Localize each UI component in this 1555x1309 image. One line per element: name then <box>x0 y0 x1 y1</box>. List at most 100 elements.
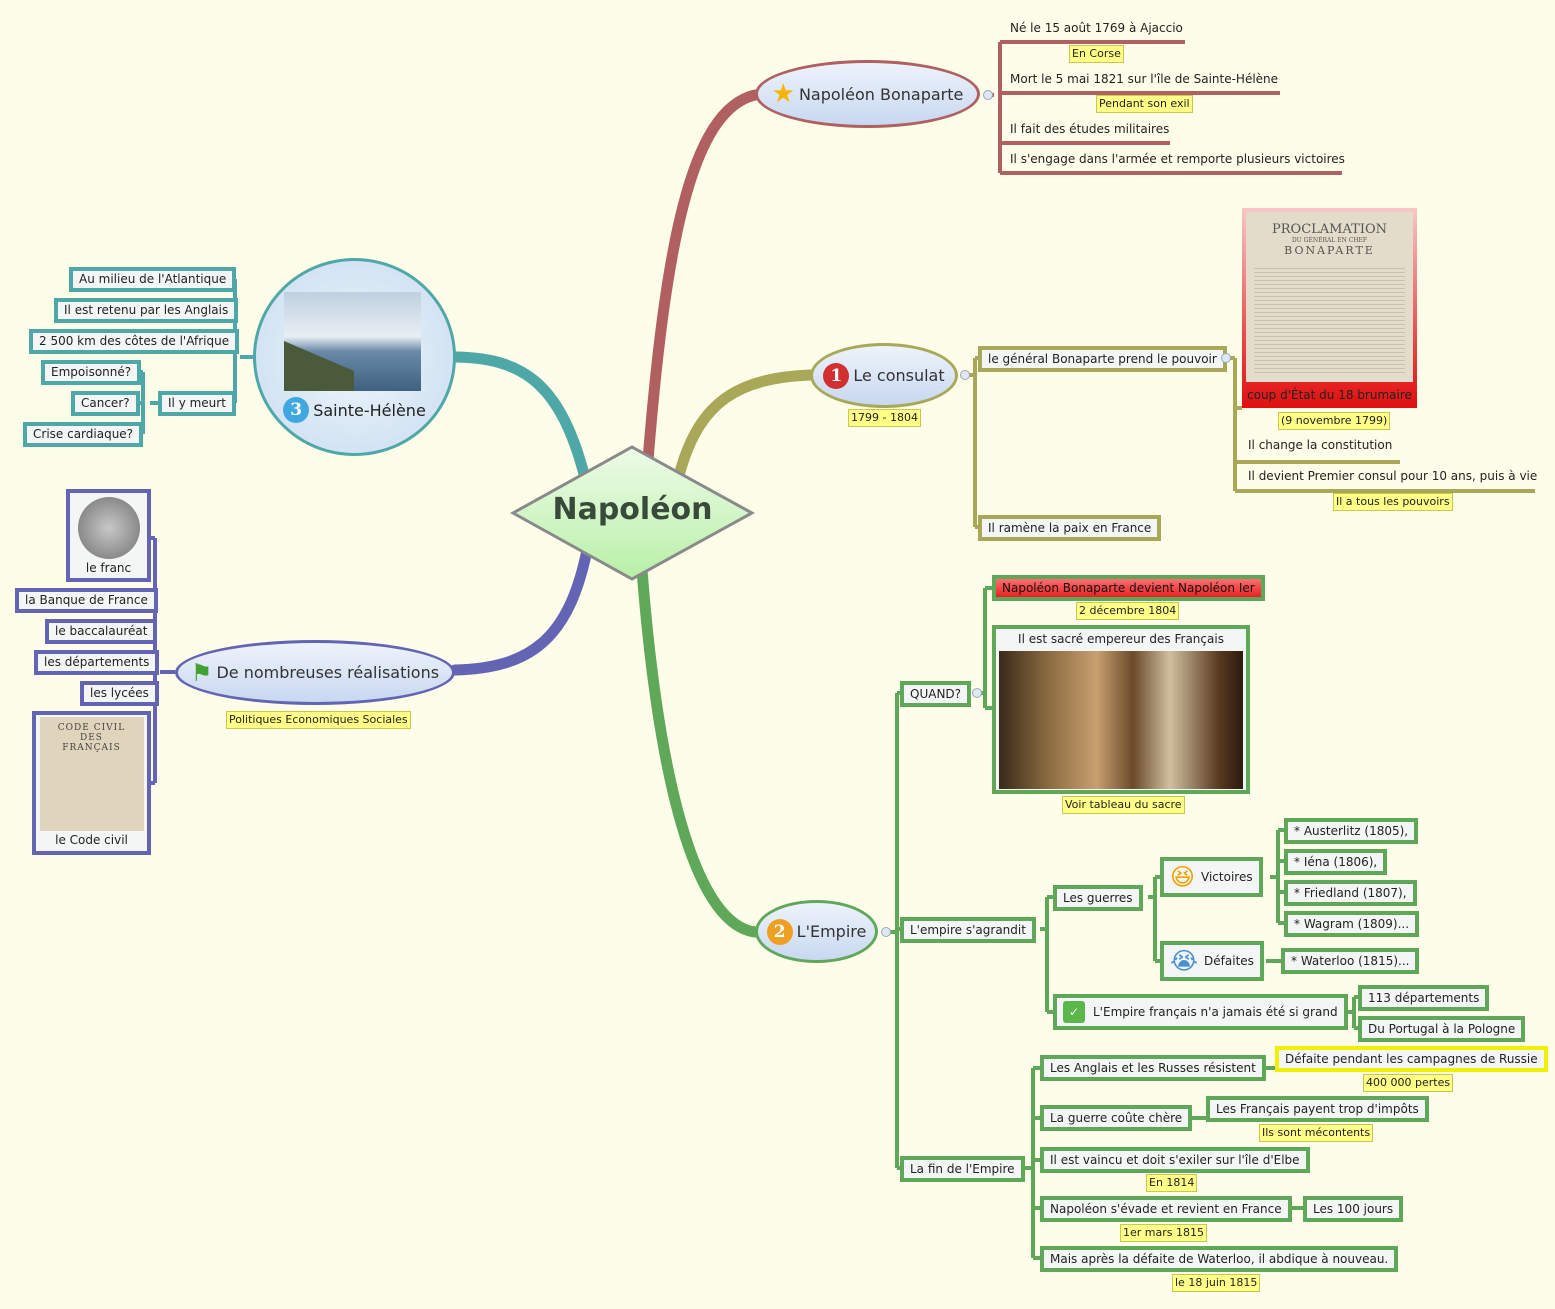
note: 1er mars 1815 <box>1120 1224 1207 1242</box>
grand-item[interactable]: Du Portugal à la Pologne <box>1358 1016 1526 1042</box>
topic-empire[interactable]: 2 L'Empire <box>755 900 878 963</box>
subtopic-defaites[interactable]: 😭 Défaites <box>1160 941 1264 981</box>
subtopic-victoires[interactable]: 😆 Victoires <box>1160 857 1263 897</box>
label: Victoires <box>1201 869 1253 884</box>
subtopic-quand[interactable]: QUAND? <box>900 681 972 707</box>
subtopic-guerres[interactable]: Les guerres <box>1053 885 1143 911</box>
subtopic[interactable]: Napoléon Bonaparte devient Napoléon Ier <box>992 575 1265 601</box>
topic-label: Napoléon Bonaparte <box>798 84 964 104</box>
branch-consulat <box>674 369 816 478</box>
victoire-item[interactable]: * Wagram (1809)... <box>1284 911 1420 937</box>
subtopic[interactable]: Empoisonné? <box>41 360 142 385</box>
subtopic[interactable]: 2 500 km des côtes de l'Afrique <box>29 329 240 354</box>
subtopic[interactable]: Il s'engage dans l'armée et remporte plu… <box>1010 152 1345 166</box>
collapse-toggle[interactable] <box>960 370 970 380</box>
laughing-face-icon: 😆 <box>1170 862 1196 891</box>
note: En 1814 <box>1146 1174 1198 1192</box>
subtopic[interactable]: Mort le 5 mai 1821 sur l'île de Sainte-H… <box>1010 72 1279 86</box>
subtopic[interactable]: Né le 15 août 1769 à Ajaccio <box>1010 21 1183 35</box>
subtopic[interactable]: Il ramène la paix en France <box>978 515 1162 541</box>
note: Ils sont mécontents <box>1259 1124 1374 1142</box>
subtopic-fin[interactable]: La fin de l'Empire <box>900 1156 1025 1182</box>
central-topic-shape <box>510 445 755 581</box>
label: Défaites <box>1204 953 1254 968</box>
label: le franc <box>85 561 132 575</box>
code-civil-image: CODE CIVIL DES FRANÇAIS <box>39 717 144 831</box>
subtopic[interactable]: la Banque de France <box>15 588 158 613</box>
code-civil-image-text: CODE CIVIL DES FRANÇAIS <box>57 723 126 753</box>
branch-bonaparte <box>642 89 761 466</box>
sacre-node[interactable]: Il est sacré empereur des Français <box>992 625 1250 794</box>
subtopic[interactable]: le général Bonaparte prend le pouvoir <box>978 346 1227 372</box>
sacre-painting-image <box>999 651 1243 789</box>
code-civil-node[interactable]: CODE CIVIL DES FRANÇAIS le Code civil <box>32 711 151 855</box>
topic-label: Sainte-Hélène <box>313 400 426 420</box>
topic-label: L'Empire <box>796 922 867 941</box>
subtopic[interactable]: Au milieu de l'Atlantique <box>69 267 237 292</box>
topic-napoleon-bonaparte[interactable]: ★ Napoléon Bonaparte <box>755 60 980 128</box>
subtopic[interactable]: Cancer? <box>71 391 140 416</box>
coin-image <box>77 497 140 559</box>
topic-label: Le consulat <box>853 366 945 385</box>
topic-consulat[interactable]: 1 Le consulat <box>810 343 958 408</box>
subtopic[interactable]: Il devient Premier consul pour 10 ans, p… <box>1248 469 1538 483</box>
note: Voir tableau du sacre <box>1062 796 1185 814</box>
collapse-toggle[interactable] <box>1221 353 1231 363</box>
subtopic[interactable]: Il est retenu par les Anglais <box>54 298 239 323</box>
subtopic-agrandit[interactable]: L'empire s'agrandit <box>900 917 1036 943</box>
proclamation-heading: PROCLAMATION <box>1272 222 1387 237</box>
label: le Code civil <box>55 833 128 847</box>
subtopic[interactable]: les lycées <box>80 681 159 706</box>
franc-node[interactable]: le franc <box>66 489 151 582</box>
number-3-icon: 3 <box>283 397 310 423</box>
note: le 18 juin 1815 <box>1172 1274 1261 1292</box>
topic-sainte-helene[interactable]: 3 Sainte-Hélène <box>253 258 456 456</box>
defaite-item[interactable]: * Waterloo (1815)... <box>1281 948 1420 974</box>
victoire-item[interactable]: * Austerlitz (1805), <box>1284 818 1419 844</box>
subtopic[interactable]: Il fait des études militaires <box>1010 122 1170 136</box>
fin-item[interactable]: La guerre coûte chère <box>1040 1105 1193 1131</box>
central-topic[interactable]: Napoléon <box>552 492 713 527</box>
fin-item[interactable]: Napoléon s'évade et revient en France <box>1040 1196 1292 1222</box>
note: 400 000 pertes <box>1363 1074 1454 1092</box>
collapse-toggle[interactable] <box>881 927 891 937</box>
fin-child[interactable]: Défaite pendant les campagnes de Russie <box>1275 1046 1548 1072</box>
number-2-icon: 2 <box>766 918 793 945</box>
grand-item[interactable]: 113 départements <box>1358 985 1490 1011</box>
collapse-toggle[interactable] <box>972 688 982 698</box>
note: 2 décembre 1804 <box>1076 602 1180 620</box>
proclamation-name: BONAPARTE <box>1284 244 1375 257</box>
subtopic[interactable]: Il change la constitution <box>1248 438 1393 452</box>
fin-item[interactable]: Il est vaincu et doit s'exiler sur l'île… <box>1040 1147 1310 1173</box>
star-icon: ★ <box>771 79 795 109</box>
subtopic[interactable]: les départements <box>34 650 160 675</box>
note: Pendant son exil <box>1096 95 1193 113</box>
note: Politiques Economiques Sociales <box>226 711 411 729</box>
label: L'Empire français n'a jamais été si gran… <box>1093 1004 1338 1019</box>
subtopic[interactable]: Il y meurt <box>158 391 236 416</box>
subtopic-label: Il est sacré empereur des Français <box>1018 632 1224 646</box>
topic-realisations[interactable]: ⚑ De nombreuses réalisations <box>175 640 455 705</box>
number-1-icon: 1 <box>823 362 850 389</box>
note: Il a tous les pouvoirs <box>1333 493 1453 511</box>
collapse-toggle[interactable] <box>983 90 993 100</box>
subtopic[interactable]: Crise cardiaque? <box>23 422 144 447</box>
image-caption: coup d'État du 18 brumaire <box>1247 388 1412 402</box>
fin-item[interactable]: Mais après la défaite de Waterloo, il ab… <box>1040 1246 1399 1272</box>
note: (9 novembre 1799) <box>1278 412 1391 430</box>
fin-child[interactable]: Les 100 jours <box>1303 1196 1404 1222</box>
flag-icon: ⚑ <box>190 658 213 687</box>
subtopic[interactable]: le baccalauréat <box>45 619 158 644</box>
fin-item[interactable]: Les Anglais et les Russes résistent <box>1040 1055 1266 1081</box>
note: 1799 - 1804 <box>848 409 921 427</box>
victoire-item[interactable]: * Friedland (1807), <box>1284 880 1417 906</box>
proclamation-image[interactable]: PROCLAMATION DU GÉNÉRAL EN CHEF BONAPART… <box>1242 208 1417 408</box>
sainte-helene-image <box>284 292 421 391</box>
proclamation-sub: DU GÉNÉRAL EN CHEF <box>1291 237 1368 244</box>
subtopic-grand[interactable]: ✓ L'Empire français n'a jamais été si gr… <box>1053 994 1348 1030</box>
branch-realisations <box>449 539 594 676</box>
branch-sainte-helene <box>449 351 591 484</box>
fin-child[interactable]: Les Français payent trop d'impôts <box>1206 1096 1429 1122</box>
victoire-item[interactable]: * Iéna (1806), <box>1284 849 1388 875</box>
branch-empire <box>636 564 761 938</box>
